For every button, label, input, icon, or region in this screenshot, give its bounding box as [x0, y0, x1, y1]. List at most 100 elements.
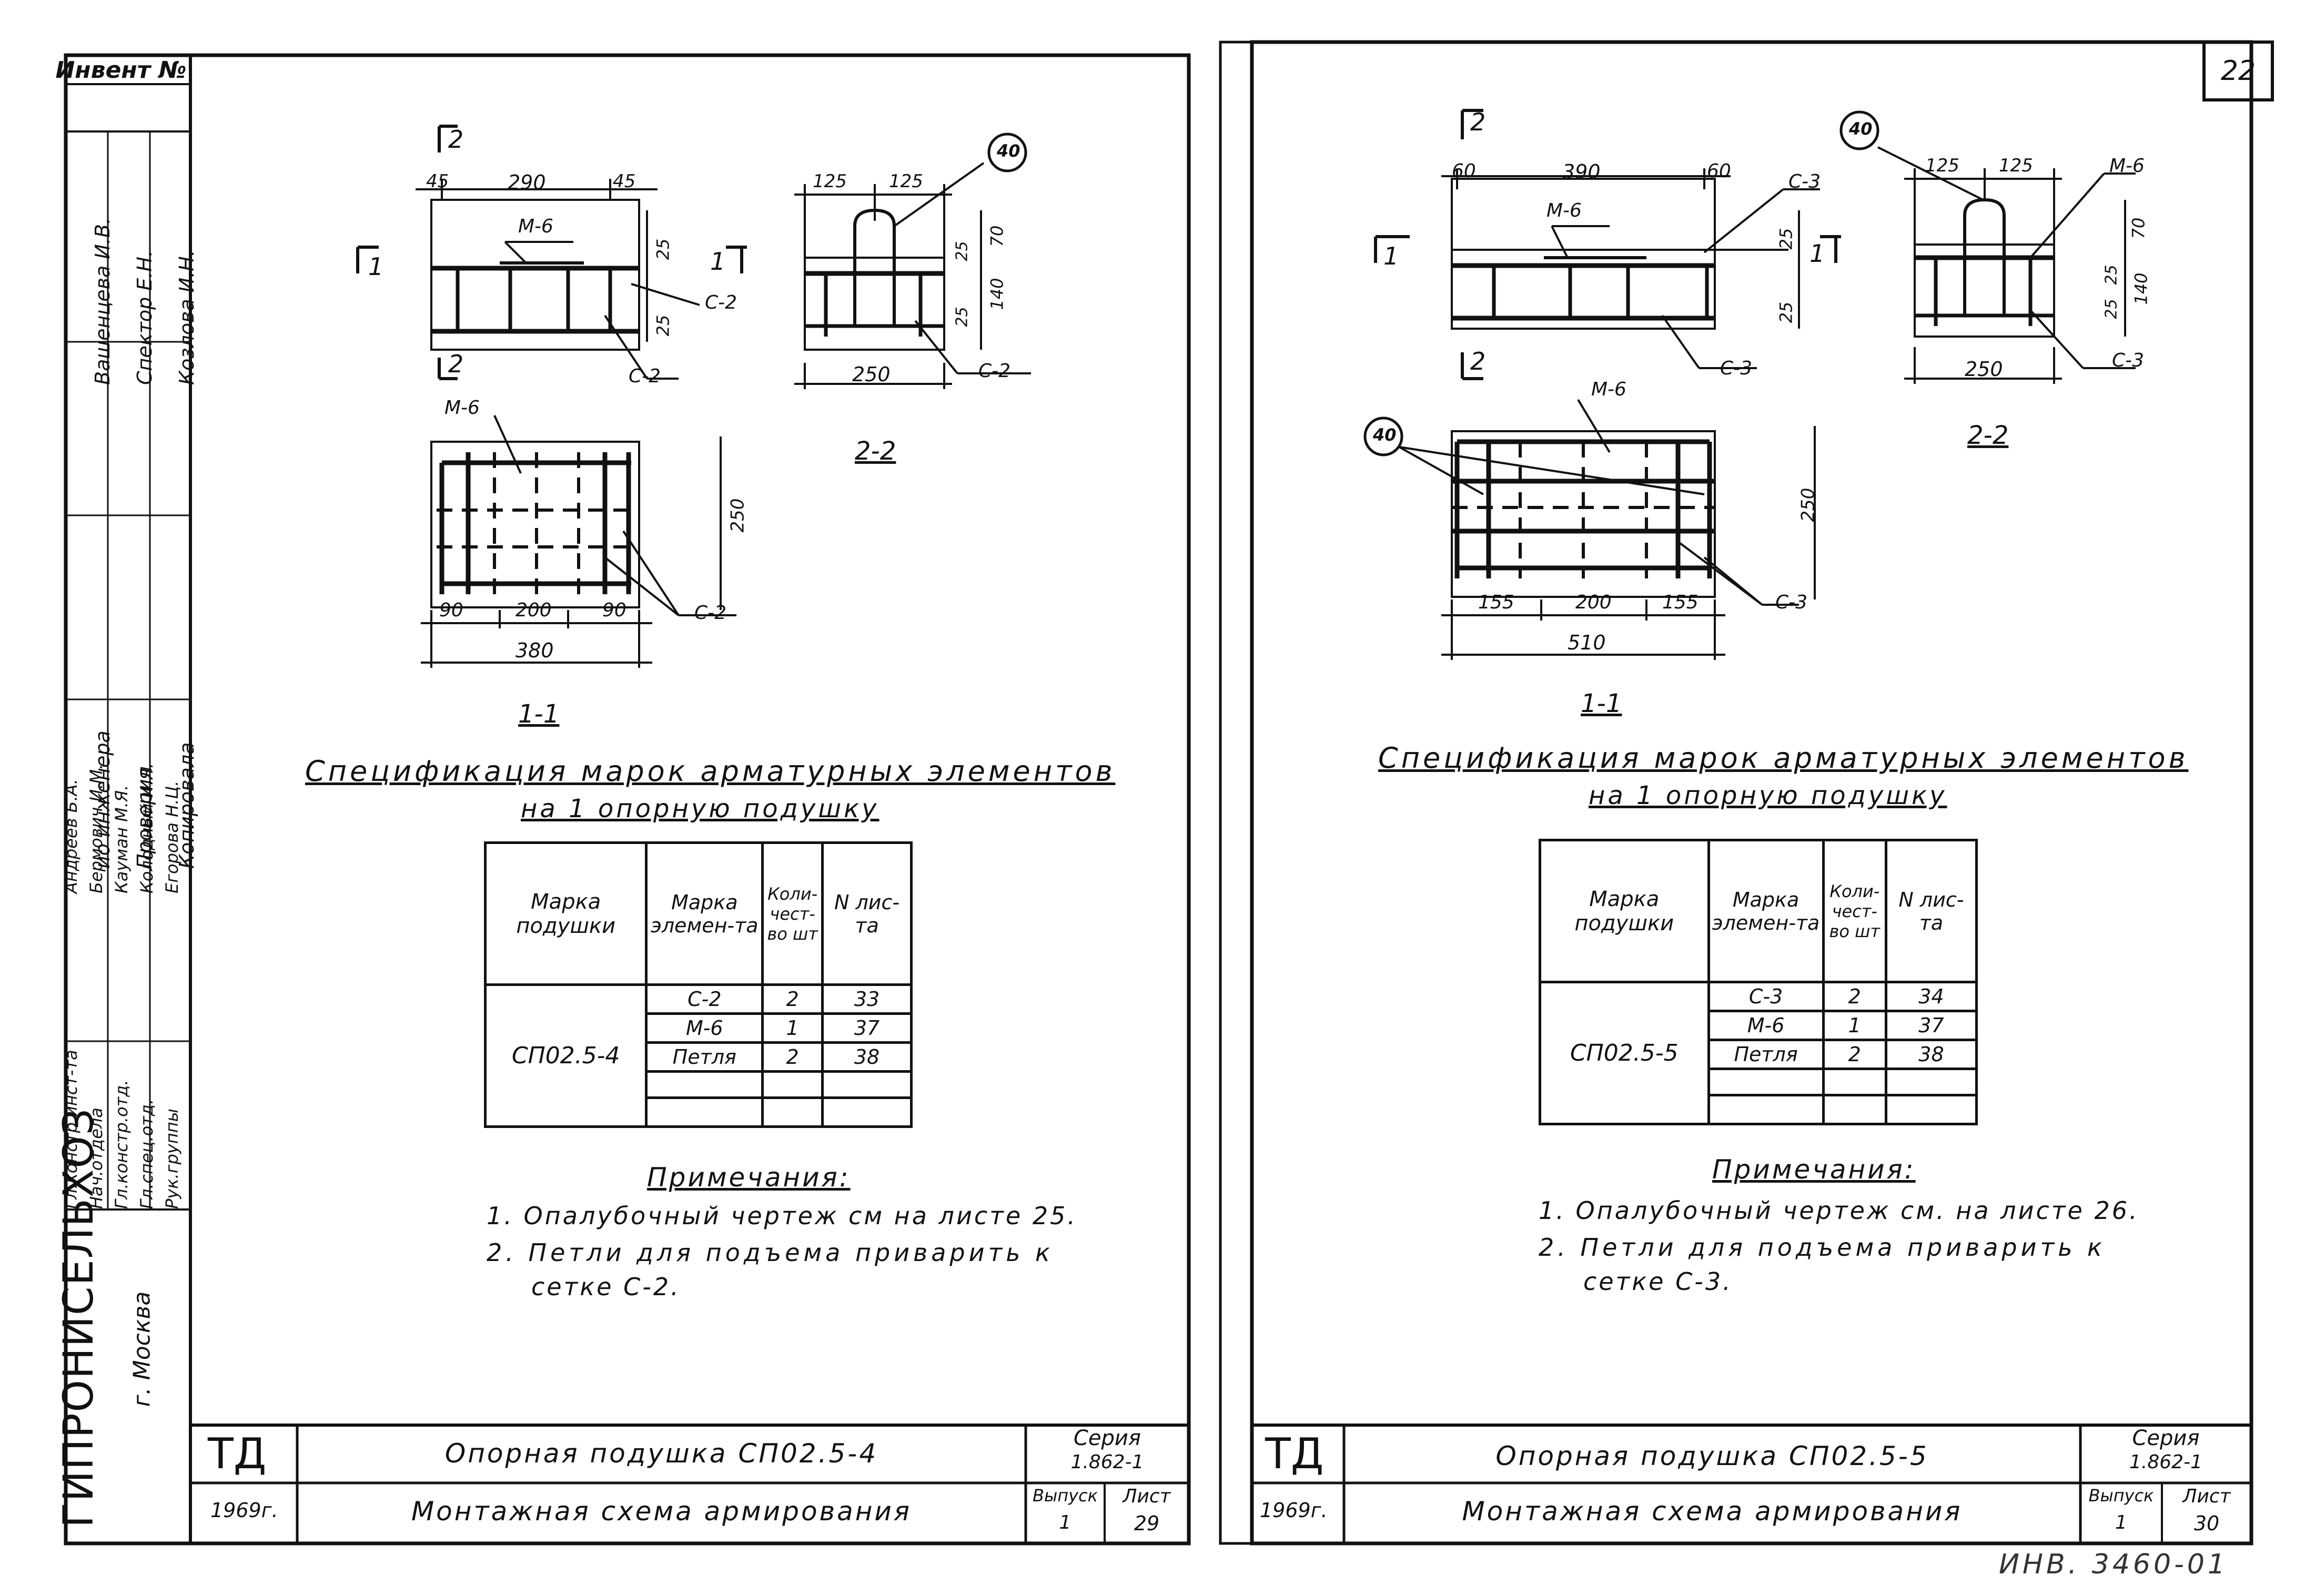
right-sec2-bot: 2	[1470, 347, 1486, 375]
right-s22-loop: 40	[1849, 119, 1873, 139]
left-stamp-sheet-label: Лист	[1123, 1486, 1171, 1507]
right-td-empty	[1707, 1094, 1825, 1125]
right-stamp-issue-label: Выпуск	[2088, 1486, 2154, 1506]
side-name-b5: Егорова Н.Ц.	[162, 780, 182, 893]
left-note-3: сетке С-2.	[531, 1273, 681, 1301]
left-spec-title: Спецификация марок арматурных элементов	[305, 755, 1116, 788]
right-spec-title: Спецификация марок арматурных элементов	[1378, 741, 2189, 775]
right-dim-top-a: 60	[1452, 160, 1476, 182]
left-stamp-sheet: 29	[1134, 1512, 1160, 1535]
left-th-sheet: N лис-та	[821, 841, 913, 986]
org-name: ГИПРОНИСЕЛЬХОЗ	[55, 1107, 103, 1528]
right-spec-sub: на 1 опорную подушку	[1589, 781, 1947, 810]
right-stamp-issue: 1	[2115, 1512, 2127, 1533]
right-s22-dim-d: 140	[2131, 272, 2151, 305]
left-dim-top-c: 45	[613, 171, 636, 192]
side-name-1: Вашенцева И.В.	[91, 217, 114, 385]
left-label-net-2: С-2	[629, 365, 661, 387]
left-td-r2-el: М-6	[645, 1012, 764, 1044]
right-th-sheet: N лис-та	[1884, 839, 1978, 983]
left-td-r3-el: Петля	[645, 1041, 764, 1073]
left-note-2: 2. Петли для подъема приварить к	[487, 1238, 1054, 1267]
left-td-r3-qty: 2	[761, 1041, 824, 1073]
right-plan-mesh: М-6	[1591, 379, 1626, 400]
left-td-empty	[821, 1070, 913, 1099]
right-td-empty	[1822, 1068, 1887, 1096]
side-name-3: Козлова И.Н.	[175, 250, 198, 385]
side-name-b3: Кауман М.Я.	[112, 785, 132, 893]
right-s22-dim-a: 125	[1925, 155, 1959, 176]
left-spec-sub: на 1 опорную подушку	[521, 794, 879, 824]
left-td-mark: СП02.5-4	[483, 983, 648, 1128]
right-plan-a: 155	[1478, 592, 1514, 613]
left-th-mark: Марка подушки	[483, 841, 648, 986]
left-td-r3-sh: 38	[821, 1041, 913, 1073]
left-dim-top-b: 290	[508, 171, 546, 194]
right-s22-mesh: М-6	[2109, 155, 2145, 177]
right-label-net-2: С-3	[1720, 358, 1753, 379]
right-plan-b: 200	[1575, 592, 1612, 613]
right-section-1-1: 1-1	[1581, 689, 1622, 718]
left-stamp-series-label: Серия	[1074, 1426, 1141, 1450]
left-label-net-1: С-2	[705, 292, 737, 313]
right-th-qty: Коли-чест-во шт	[1822, 839, 1887, 983]
left-td-empty	[761, 1070, 824, 1099]
right-s22-dim-f: 25	[2102, 299, 2121, 319]
right-note-3: сетке С-3.	[1583, 1267, 1733, 1296]
side-role-b5: Рук.группы	[162, 1109, 182, 1209]
right-dim-side-b: 25	[1776, 301, 1796, 323]
right-td-r1-qty: 2	[1822, 981, 1887, 1012]
right-note-1: 1. Опалубочный чертеж см. на листе 26.	[1539, 1196, 2139, 1225]
left-dim-side-a: 25	[653, 238, 673, 260]
right-stamp-sheet: 30	[2193, 1512, 2220, 1535]
right-section-2-2: 2-2	[1967, 421, 2009, 450]
left-td-r1-el: С-2	[645, 983, 764, 1015]
right-note-2: 2. Петли для подъема приварить к	[1539, 1233, 2106, 1262]
inventory-label: Инвент №	[55, 57, 187, 84]
left-plan-mesh: М-6	[444, 397, 480, 419]
left-plan-c: 90	[602, 599, 626, 621]
right-stamp-title: Опорная подушка СП02.5-5	[1495, 1441, 1929, 1471]
left-plan-net: С-2	[694, 602, 727, 624]
right-s22-dim-w: 250	[1965, 358, 2003, 381]
left-notes-title: Примечания:	[647, 1162, 851, 1193]
right-stamp-td: ТД	[1265, 1429, 1324, 1478]
left-s22-dim-d: 140	[987, 278, 1007, 310]
right-plan-w: 510	[1568, 631, 1606, 654]
right-s22-net: С-3	[2112, 350, 2145, 371]
side-name-b1: Андреев Б.А.	[61, 779, 81, 893]
right-td-empty	[1707, 1068, 1825, 1096]
right-td-r2-sh: 37	[1884, 1010, 1978, 1041]
right-td-empty	[1884, 1094, 1978, 1125]
right-dim-side-a: 25	[1776, 228, 1796, 250]
left-stamp-series: 1.862-1	[1070, 1451, 1144, 1473]
left-spec-table: Марка подушки Марка элемен-та Коли-чест-…	[483, 841, 913, 1128]
right-dim-top-c: 60	[1707, 160, 1731, 182]
right-sec2-top: 2	[1470, 108, 1486, 136]
left-sec1-l: 1	[368, 252, 384, 281]
left-sec1-r: 1	[710, 247, 726, 276]
left-s22-dim-e: 25	[953, 241, 972, 261]
right-td-empty	[1822, 1094, 1887, 1125]
left-plan-w: 380	[515, 639, 554, 662]
right-plan-loop: 40	[1373, 425, 1397, 445]
left-s22-dim-b: 125	[889, 171, 923, 192]
left-s22-net: С-2	[978, 360, 1011, 382]
side-role-b4: Гл.спец.отд.	[137, 1099, 157, 1209]
left-s22-loop: 40	[997, 141, 1020, 161]
right-sec1-r: 1	[1809, 239, 1825, 268]
left-section-1-1: 1-1	[518, 699, 560, 729]
right-td-r2-qty: 1	[1822, 1010, 1887, 1041]
right-stamp-year: 1969г.	[1260, 1499, 1328, 1522]
side-title-block: ио инженера Проверил Копировала Вашенцев…	[61, 131, 198, 1209]
right-plan-h: 250	[1797, 487, 1819, 522]
left-th-element: Марка элемен-та	[645, 841, 764, 986]
left-label-mesh: М-6	[518, 216, 553, 237]
left-stamp-subtitle: Монтажная схема армирования	[411, 1496, 912, 1527]
right-s22-dim-e: 25	[2102, 265, 2121, 285]
right-notes-title: Примечания:	[1712, 1154, 1916, 1185]
side-name-b2: Бермович И.М.	[86, 764, 106, 893]
